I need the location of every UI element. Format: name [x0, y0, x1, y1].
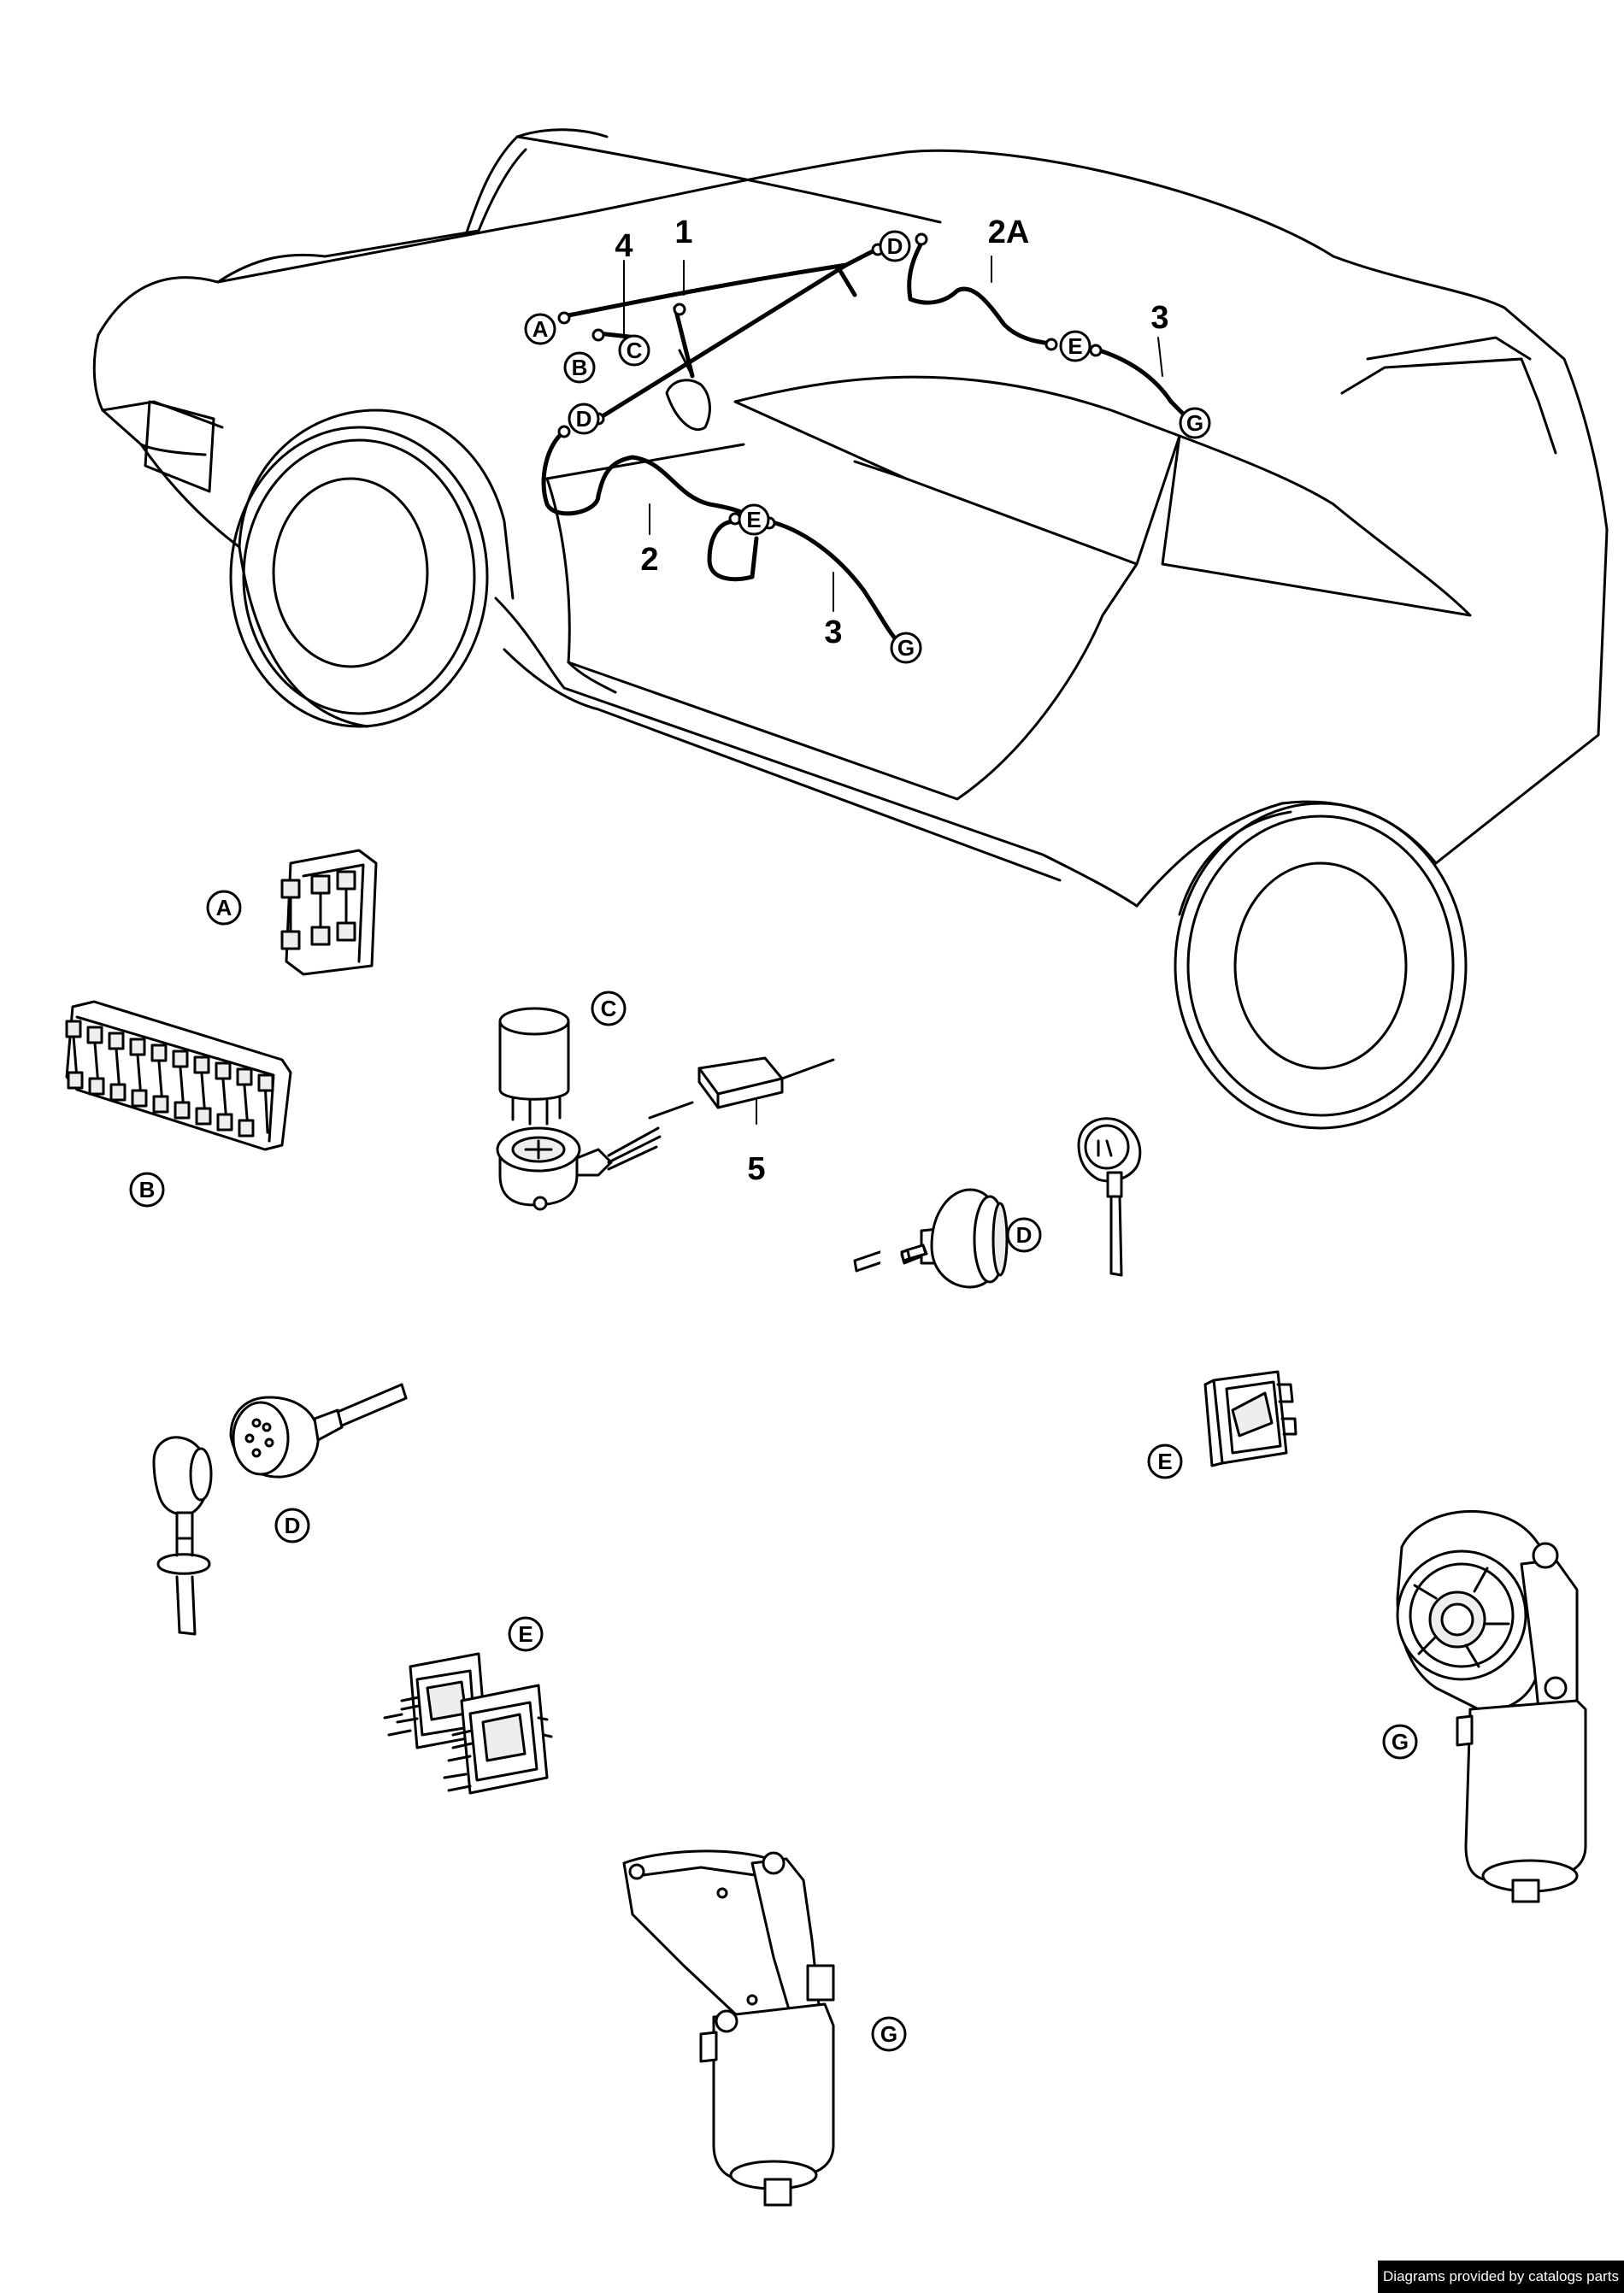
callout-e-car-2: E — [738, 503, 770, 536]
callout-number-2a: 2A — [988, 215, 1030, 250]
callout-g-car-2: G — [890, 632, 922, 664]
svg-text:D: D — [576, 406, 592, 432]
callout-number-4: 4 — [615, 228, 633, 264]
callout-a-car: A — [524, 313, 556, 345]
svg-text:D: D — [1016, 1222, 1033, 1248]
callout-e-car-1: E — [1059, 330, 1091, 362]
callout-d-part-lower: D — [274, 1508, 310, 1543]
wiring-harness — [541, 232, 1191, 644]
svg-text:G: G — [880, 2021, 897, 2047]
callout-number-1: 1 — [674, 215, 692, 250]
part-d-angled-plug-lower — [152, 1436, 213, 1636]
credit-banner: Diagrams provided by catalogs parts — [1378, 2261, 1624, 2293]
svg-text:C: C — [627, 338, 643, 363]
callout-number-5: 5 — [747, 1151, 765, 1187]
svg-text:D: D — [285, 1513, 301, 1538]
part-a-terminal-block — [280, 849, 378, 976]
callout-e-part-double: E — [508, 1616, 544, 1652]
leader-lines — [623, 256, 1163, 1125]
callout-b-car: B — [563, 351, 596, 384]
callout-b-part: B — [129, 1172, 165, 1208]
svg-text:B: B — [139, 1177, 156, 1202]
svg-text:A: A — [216, 895, 232, 920]
callout-number-3-lower: 3 — [824, 614, 842, 650]
part-5-inline-connector — [648, 1056, 835, 1120]
part-d-angled-plug-upper — [1077, 1117, 1142, 1277]
svg-text:E: E — [518, 1621, 533, 1647]
callout-g-part-right: G — [1382, 1724, 1418, 1760]
part-c-relay — [496, 1007, 662, 1211]
callout-number-3-upper: 3 — [1150, 300, 1168, 336]
callout-number-2: 2 — [640, 542, 658, 578]
part-d-upper-cable — [900, 1244, 927, 1262]
svg-text:E: E — [1068, 333, 1082, 359]
svg-text:A: A — [533, 316, 549, 342]
part-b-fuse-board — [65, 1000, 292, 1151]
svg-text:G: G — [897, 635, 915, 661]
callout-d-car-2: D — [568, 403, 600, 435]
svg-text:B: B — [572, 355, 588, 380]
svg-text:E: E — [1157, 1449, 1172, 1474]
callout-g-part-lower: G — [871, 2016, 907, 2052]
callout-d-car-1: D — [879, 230, 911, 262]
svg-text:E: E — [746, 507, 761, 532]
part-g-motor-right — [1396, 1509, 1587, 1903]
part-e-switch-double — [383, 1652, 553, 1795]
callout-e-part-single: E — [1147, 1443, 1183, 1479]
part-d-upper — [880, 1175, 1017, 1299]
callout-d-part-upper: D — [1006, 1217, 1042, 1253]
car-body-outline — [92, 128, 1609, 1130]
callout-a-part: A — [206, 890, 242, 926]
svg-text:G: G — [1392, 1729, 1409, 1755]
svg-text:G: G — [1186, 410, 1203, 436]
svg-text:D: D — [887, 233, 903, 259]
callout-c-part: C — [591, 991, 627, 1026]
svg-text:C: C — [601, 996, 617, 1021]
callout-c-car: C — [618, 334, 650, 367]
part-e-switch-single — [1203, 1370, 1297, 1467]
part-g-motor-lower — [622, 1849, 835, 2207]
callout-g-car-1: G — [1179, 407, 1211, 439]
part-d-connector-lower — [229, 1383, 408, 1479]
